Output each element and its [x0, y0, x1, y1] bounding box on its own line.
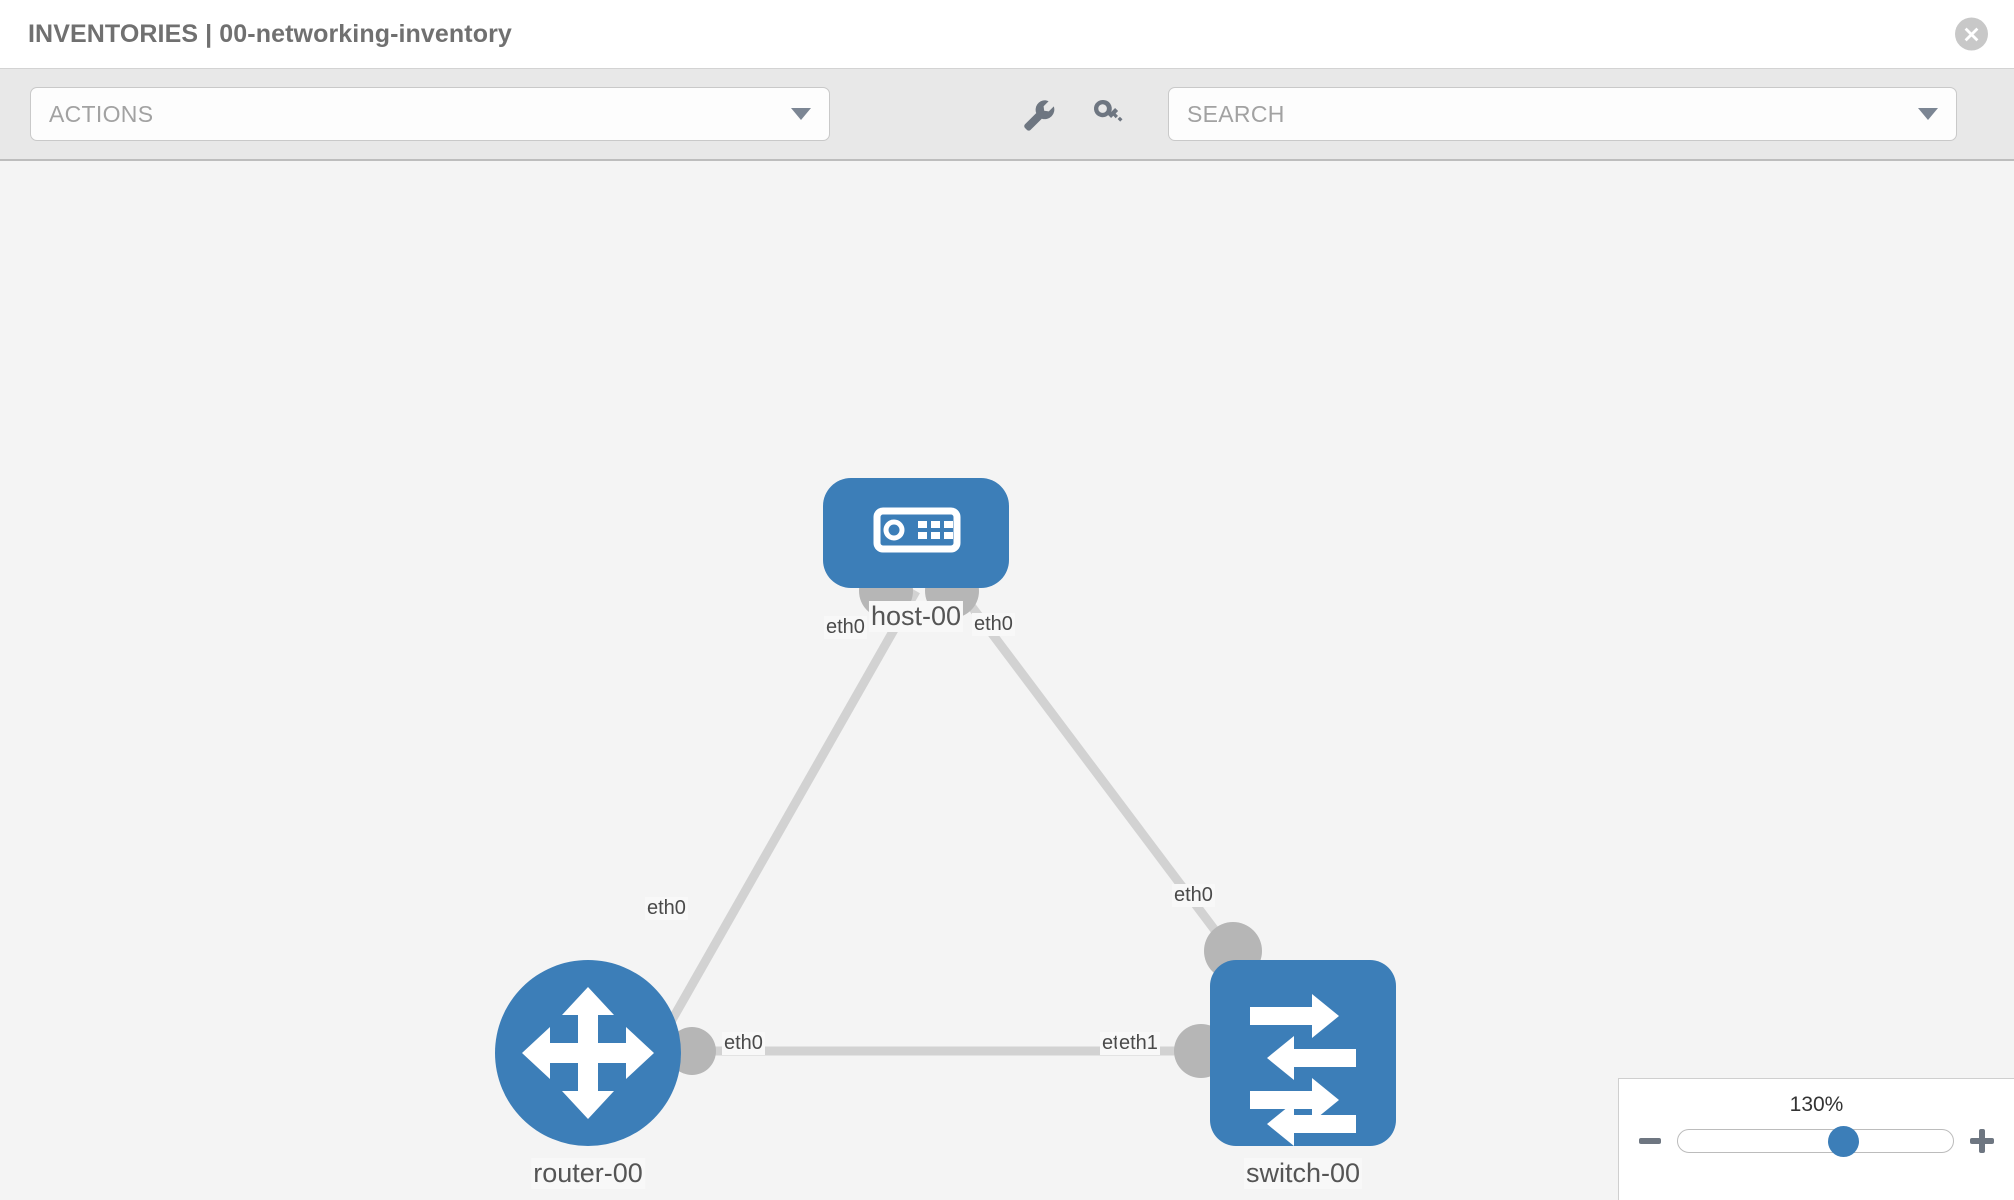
node-label-switch-00: switch-00 — [1243, 1158, 1363, 1189]
iface-label-switch00-north: eth0 — [1172, 884, 1215, 907]
zoom-percentage: 130% — [1789, 1093, 1844, 1116]
minus-icon[interactable] — [1637, 1128, 1663, 1154]
iface-label-host00-right: eth0 — [972, 613, 1015, 636]
topology-graph — [495, 478, 1396, 1146]
server-icon-glyphs — [883, 519, 953, 541]
toolbar-icon-group — [1020, 96, 1126, 132]
key-icon[interactable] — [1090, 96, 1126, 132]
node-router-00 — [495, 960, 681, 1146]
switch-icon — [1250, 994, 1356, 1146]
iface-label-router00-east: eth0 — [722, 1032, 765, 1055]
iface-label-host00-left: eth0 — [824, 616, 867, 639]
router-icon — [522, 987, 654, 1119]
wrench-icon[interactable] — [1020, 96, 1056, 132]
topology-links — [656, 588, 1242, 1056]
actions-dropdown[interactable]: ACTIONS — [30, 87, 830, 141]
search-input[interactable]: SEARCH — [1168, 87, 1957, 141]
chevron-down-icon — [1918, 108, 1938, 120]
topology-connectors — [668, 564, 1262, 1078]
page-header: INVENTORIES | 00-networking-inventory — [0, 0, 2014, 68]
zoom-slider-thumb[interactable] — [1827, 1125, 1859, 1157]
node-label-host-00: host-00 — [868, 601, 964, 632]
zoom-control: 130% — [1618, 1078, 2014, 1200]
breadcrumb: INVENTORIES | 00-networking-inventory — [28, 19, 512, 48]
plus-icon[interactable] — [1968, 1127, 1996, 1155]
iface-label-router00-north: eth0 — [645, 897, 688, 920]
node-host-00 — [823, 478, 1009, 588]
node-label-router-00: router-00 — [531, 1158, 645, 1189]
zoom-slider-track[interactable] — [1677, 1125, 1954, 1157]
actions-placeholder: ACTIONS — [49, 100, 154, 127]
server-icon — [873, 507, 961, 553]
iface-label-switch00-west-eth1: eth1 — [1117, 1032, 1160, 1055]
node-switch-00 — [1210, 960, 1396, 1146]
close-icon[interactable] — [1955, 17, 1988, 51]
link-host00-router00 — [656, 588, 920, 1044]
toolbar: ACTIONS SEARCH — [0, 68, 2014, 161]
topology-canvas[interactable]: host-00 router-00 switch-00 eth0 eth0 et… — [0, 161, 2014, 1200]
chevron-down-icon — [791, 108, 811, 120]
search-placeholder: SEARCH — [1187, 100, 1285, 127]
